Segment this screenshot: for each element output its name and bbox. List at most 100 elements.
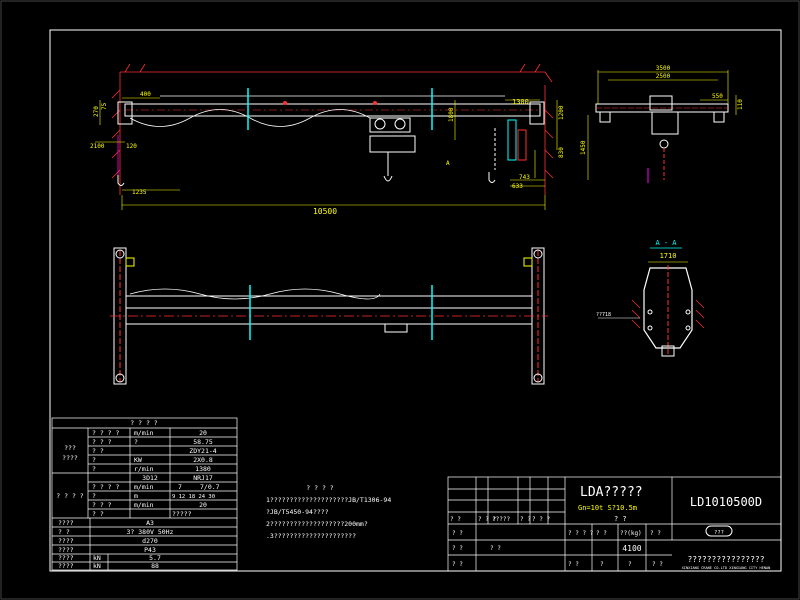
spec-r3-label: ? ?: [92, 447, 104, 455]
side-dim-total: 3500: [656, 65, 671, 72]
spec-r4-value: 2X0.8: [193, 456, 213, 464]
dim-left-v2: 75: [101, 102, 108, 110]
spec-r16-label: ????: [58, 562, 74, 570]
spec-r15-value: 5.7: [149, 554, 161, 562]
control-panel: [494, 119, 527, 170]
spec-r5-unit: r/min: [134, 465, 154, 473]
company-logo-icon: [705, 525, 733, 537]
spec-r8-label: ?: [92, 492, 96, 500]
spec-r7-unit: m/min: [134, 483, 154, 491]
spec-r7-a: 7: [178, 483, 182, 491]
electric-hoist: [369, 117, 416, 182]
spec-r15-unit: kN: [93, 554, 101, 562]
spec-r12-label: ? ?: [58, 528, 70, 536]
row-c-2: ?: [628, 561, 632, 568]
spec-r9-label: ? ? ?: [92, 501, 112, 509]
dim-right-b1: 743: [519, 174, 530, 181]
spec-r15-label: ????: [58, 554, 74, 562]
left-row-3: ? ?: [490, 545, 501, 552]
row-b-2: ??(kg): [620, 530, 642, 537]
spec-r7-b: 7/0.7: [200, 483, 220, 491]
left-row-0: ? ?: [452, 530, 463, 537]
section-dim-width: 1710: [660, 252, 677, 260]
spec-group-1b: ????: [62, 454, 78, 462]
weight-value: 4100: [622, 544, 641, 553]
left-row-1: ? ?: [452, 545, 463, 552]
dim-right-v2: 830: [558, 147, 565, 158]
row-c-0: ? ?: [568, 561, 579, 568]
spec-r4-label: ?: [92, 456, 96, 464]
technical-notes: ? ? ? ? 1????????????????????JB/T1306-94…: [266, 484, 391, 540]
dim-left-b: 120: [126, 143, 137, 150]
side-hoist: [651, 111, 679, 135]
row-b-1: ? ?: [596, 530, 607, 537]
elevation-view: 10500 400 2100 120 1235 270 75 1300 1200…: [90, 63, 565, 216]
elevation-dimensions: [95, 97, 558, 210]
spec-r1-label: ? ? ? ?: [92, 429, 119, 437]
left-row-2: ? ?: [452, 561, 463, 568]
row-a-3: ? ?: [520, 516, 531, 523]
end-truck-right: [529, 101, 545, 125]
side-dim-v1: 110: [737, 99, 744, 110]
side-dim-right: 550: [712, 93, 723, 100]
product-name: LDA?????: [580, 485, 643, 500]
notes-line4: .3?????????????????????: [266, 532, 356, 540]
dim-left-v1: 270: [93, 106, 100, 117]
spec-r2-value: 58.75: [193, 438, 213, 446]
spec-r6-b: NRJ17: [193, 474, 213, 482]
dim-span: 10500: [313, 207, 337, 216]
bolt-marker: [283, 101, 287, 105]
section-title: A - A: [655, 239, 677, 247]
right-wall: [544, 85, 554, 195]
spec-r5-label: ?: [92, 465, 96, 473]
spec-r1-unit: m/min: [134, 429, 154, 437]
company-name: ????????????????: [687, 555, 764, 564]
dim-mid-v: 1800: [448, 107, 455, 122]
spec-r10-label: ? ?: [92, 510, 104, 518]
title-block-text: LDA????? Gn=10t S?10.5m ? ? LD1010500D ?…: [450, 485, 770, 570]
dim-right-v: 1200: [558, 105, 565, 120]
spec-r3-value: ZDY21-4: [189, 447, 216, 455]
dim-right-top: 1300: [512, 98, 529, 106]
row-a-0: ? ?: [450, 516, 461, 523]
spec-group-1a: ???: [64, 444, 76, 452]
spec-r9-value: 20: [199, 501, 207, 509]
side-view: 3500 2500 550 110 1450: [580, 65, 744, 183]
spec-r10-value: ?????: [172, 510, 192, 518]
spec-r7-label: ? ? ? ?: [92, 483, 119, 491]
plan-trolley: [384, 323, 408, 333]
left-wall: [111, 72, 121, 195]
spec-table-text: ? ? ? ? ??? ???? ? ? ? ? ? ? ? ? m/min 2…: [56, 419, 219, 570]
section-label-left: ??718: [596, 312, 611, 318]
dim-top-left: 400: [140, 91, 151, 98]
section-view: A - A 1710 ??718: [596, 239, 705, 357]
spec-r2-unit: ?: [134, 438, 138, 446]
hook-left: [117, 175, 125, 186]
row-a-4: ? ? ?: [532, 516, 550, 523]
spec-r14-label: ????: [58, 546, 74, 554]
spec-r8-unit: m: [134, 492, 138, 500]
spec-table: [51, 417, 238, 571]
roof-hatch: [120, 63, 553, 83]
bolt-marker: [373, 101, 377, 105]
spec-r9-unit: m/min: [134, 501, 154, 509]
row-c-3: ? ?: [652, 561, 663, 568]
drawing-frame: [49, 29, 782, 572]
spec-r1-value: 20: [199, 429, 207, 437]
row-c-1: ?: [600, 561, 604, 568]
spec-r4-unit: KW: [134, 456, 142, 464]
drawing-number: LD1010500D: [690, 495, 762, 509]
spec-r11-label: ????: [58, 519, 74, 527]
row-b-0: ? ? ? ?: [568, 530, 594, 537]
notes-title: ? ? ? ?: [306, 484, 333, 492]
row-a-2: ?????: [492, 516, 510, 523]
spec-r11-value: A3: [146, 519, 154, 527]
plan-view: [110, 247, 548, 385]
notes-line1: 1????????????????????JB/T1306-94: [266, 496, 391, 504]
side-dim-inner: 2500: [656, 73, 671, 80]
hook-right: [488, 172, 496, 183]
spec-r16-value: 88: [151, 562, 159, 570]
product-sub: ? ?: [614, 515, 627, 523]
